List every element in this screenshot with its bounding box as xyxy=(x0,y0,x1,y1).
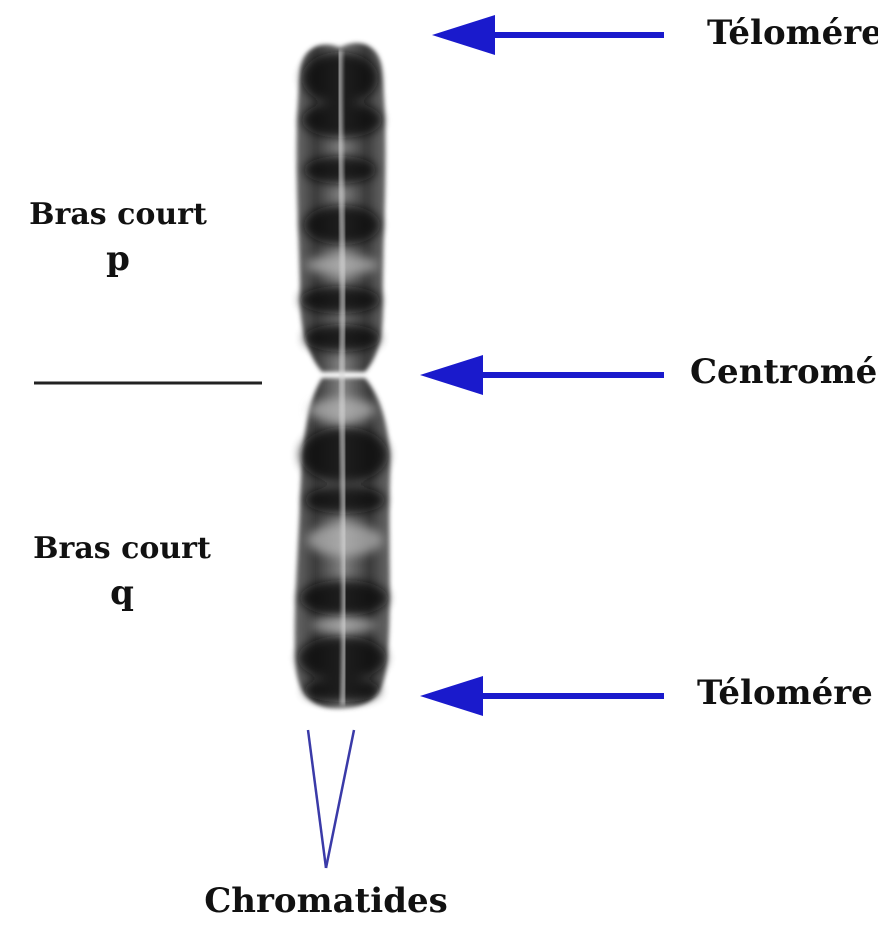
q-arm-letter: q xyxy=(33,568,211,618)
telomere-bottom-arrow xyxy=(420,676,664,716)
telomere-top-arrow xyxy=(432,15,664,55)
telomere-top-label: Télomére xyxy=(707,14,878,53)
chromatid-pointer-lines xyxy=(308,730,354,868)
q-arm-label: Bras court q xyxy=(33,530,211,618)
centromere-arrow xyxy=(420,355,664,395)
q-arm-title: Bras court xyxy=(33,530,211,568)
p-arm-letter: p xyxy=(29,234,207,284)
telomere-bottom-label: Télomére xyxy=(697,674,873,713)
chromatides-label: Chromatides xyxy=(204,882,448,921)
p-arm-label: Bras court p xyxy=(29,196,207,284)
chromosome xyxy=(295,43,391,708)
p-arm-title: Bras court xyxy=(29,196,207,234)
centromere-label: Centromére xyxy=(690,353,878,392)
